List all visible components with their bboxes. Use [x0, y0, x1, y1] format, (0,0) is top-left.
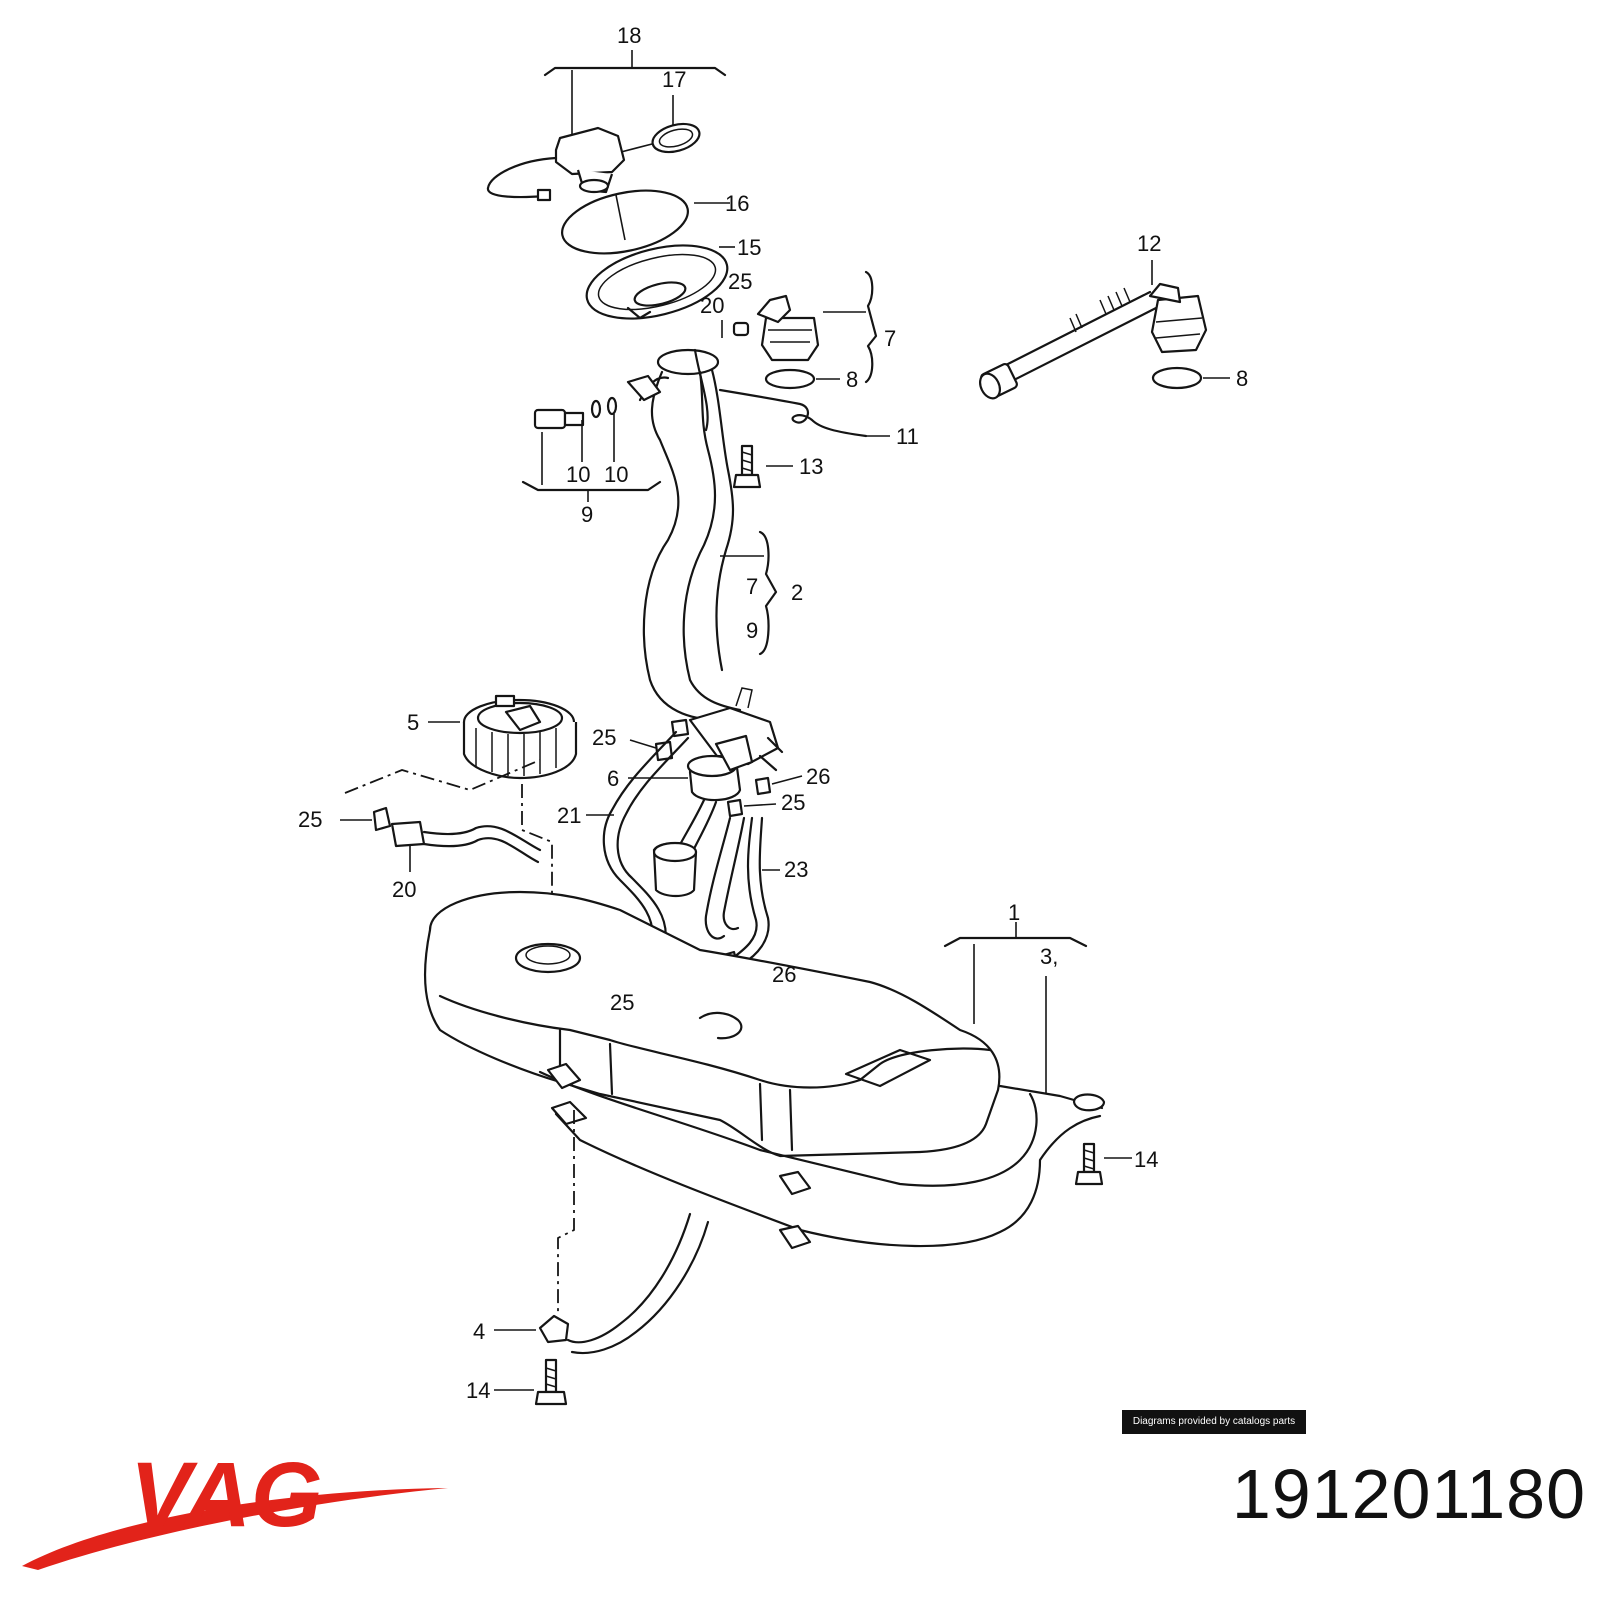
fuel-tank [423, 890, 1106, 1250]
callout-20-top: 20 [700, 293, 724, 318]
callout-4: 4 [473, 1319, 485, 1344]
fuel-sender [428, 694, 578, 780]
vent-valve-group [732, 270, 878, 390]
callout-20-low: 20 [392, 877, 416, 902]
callout-1: 1 [1008, 900, 1020, 925]
callout-25-left: 25 [298, 807, 322, 832]
vent-line-assembly [979, 260, 1230, 400]
callout-23: 23 [784, 857, 808, 882]
callout-8-left: 8 [846, 367, 858, 392]
callout-12: 12 [1137, 231, 1161, 256]
callout-14-right: 14 [1134, 1147, 1158, 1172]
callout-10-a: 10 [566, 462, 590, 487]
callout-13: 13 [799, 454, 823, 479]
callout-9-mid: 9 [746, 618, 758, 643]
callout-10-b: 10 [604, 462, 628, 487]
callout-14-low: 14 [466, 1378, 490, 1403]
callout-6: 6 [607, 766, 619, 791]
part-number: 191201180 [1231, 1455, 1586, 1533]
callout-7-mid: 7 [746, 574, 758, 599]
callout-25-mid: 25 [592, 725, 616, 750]
diagram-credit-badge: Diagrams provided by catalogs parts [1122, 1410, 1306, 1434]
connector-set [521, 374, 662, 502]
callout-26-low: 26 [772, 962, 796, 987]
callout-labels: 18 17 16 15 25 20 7 8 12 8 11 13 10 10 9… [298, 23, 1248, 1403]
filler-neck [638, 320, 890, 766]
callout-18: 18 [617, 23, 641, 48]
callout-5: 5 [407, 710, 419, 735]
callout-9-left: 9 [581, 502, 593, 527]
vag-logo: VAG [22, 1444, 448, 1570]
brand-name: VAG [130, 1444, 323, 1546]
filler-cap-assembly [486, 50, 735, 320]
callout-25-low: 25 [610, 990, 634, 1015]
callout-25-top: 25 [728, 269, 752, 294]
callout-17: 17 [662, 67, 686, 92]
callout-26-mid: 26 [806, 764, 830, 789]
callout-8-right: 8 [1236, 366, 1248, 391]
bolt-13 [732, 444, 793, 489]
callout-21: 21 [557, 803, 581, 828]
callout-2: 2 [791, 580, 803, 605]
callout-16: 16 [725, 191, 749, 216]
callout-7-top: 7 [884, 326, 896, 351]
callout-3: 3, [1040, 944, 1058, 969]
callout-15: 15 [737, 235, 761, 260]
callout-25-right: 25 [781, 790, 805, 815]
tank-strap [494, 1110, 1132, 1406]
callout-11: 11 [896, 424, 919, 449]
